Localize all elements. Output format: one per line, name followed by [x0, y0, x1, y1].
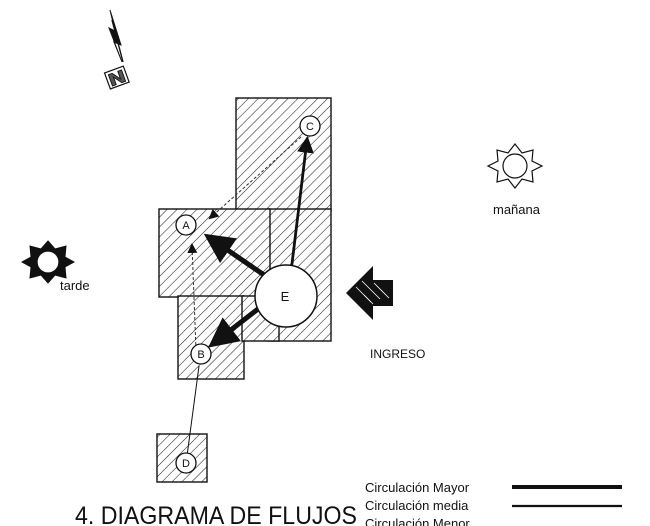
legend-major-label: Circulación Mayor — [365, 480, 470, 495]
sun-morning-label: mañana — [493, 202, 541, 217]
north-label: N — [0, 0, 1, 1]
node-b: B — [190, 343, 212, 365]
node-c: C — [299, 115, 321, 137]
entrance-arrow-icon — [346, 266, 393, 320]
circulation-b-d — [186, 365, 200, 457]
north-arrow: N — [0, 0, 130, 90]
block-north — [235, 97, 332, 212]
north-n-icon — [103, 65, 130, 90]
sun-afternoon-label: tarde — [60, 278, 90, 293]
node-a: A — [175, 214, 197, 236]
node-d-label: D — [182, 458, 190, 470]
sun-afternoon-icon — [20, 240, 76, 284]
entrance-label: INGRESO — [370, 347, 425, 361]
block-west — [158, 208, 271, 298]
legend: Circulación Mayor Circulación media Circ… — [365, 480, 622, 526]
major-circulation — [203, 233, 269, 348]
node-e-label: E — [281, 289, 290, 304]
medium-circulation-e-c — [289, 135, 314, 273]
minor-circulation — [187, 136, 302, 351]
node-c-label: C — [306, 121, 314, 133]
legend-medium-label: Circulación media — [365, 498, 469, 513]
block-southwest — [177, 295, 245, 380]
node-b-label: B — [197, 349, 204, 361]
sun-morning-icon — [486, 143, 544, 189]
node-d: D — [175, 452, 197, 474]
legend-minor-label: Circulación Menor — [365, 516, 470, 526]
node-e: E — [254, 264, 318, 328]
diagram-title: 4. DIAGRAMA DE FLUJOS — [75, 502, 357, 526]
node-a-label: A — [182, 220, 190, 232]
